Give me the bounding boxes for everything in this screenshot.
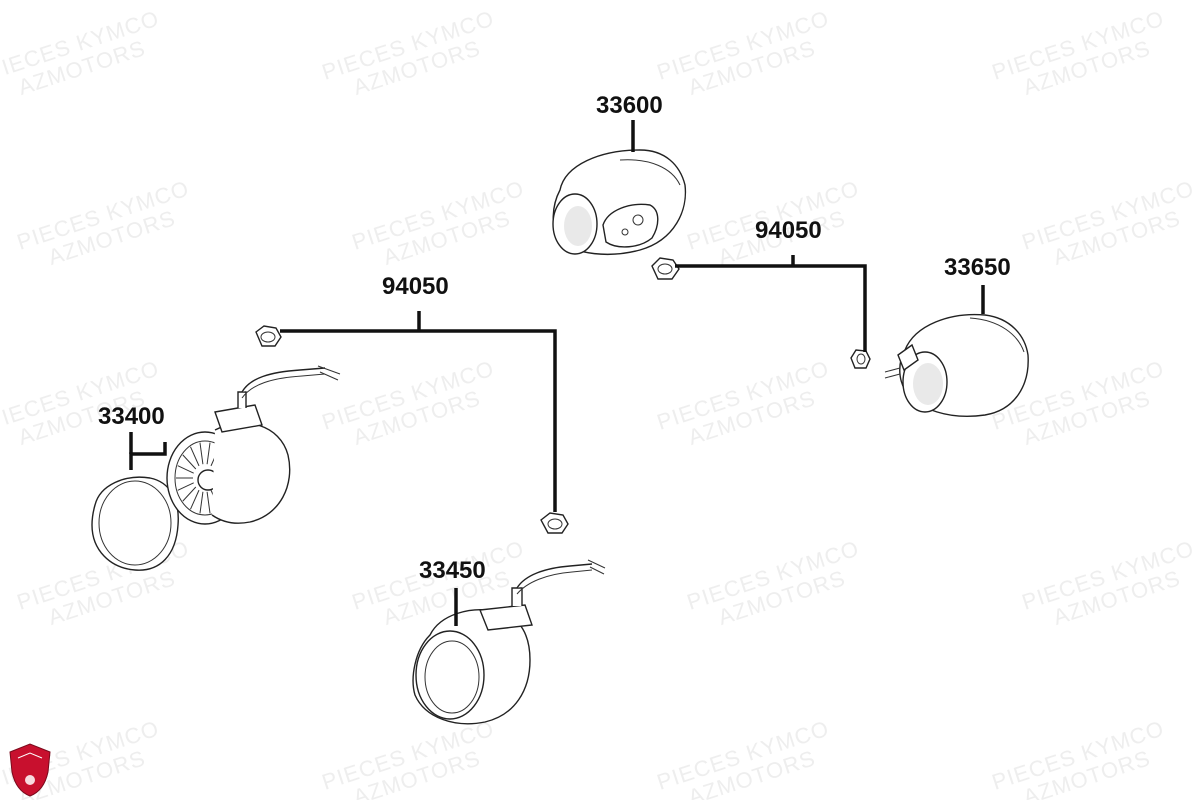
lamp-33400[interactable]: [91, 365, 341, 571]
reflector-rib: [190, 446, 200, 467]
reflector-rib: [199, 491, 204, 514]
callout-33600: 33600: [596, 92, 663, 119]
callout-33400: 33400: [98, 403, 165, 430]
lamp-33600[interactable]: [552, 149, 687, 255]
azmotors-logo: [9, 743, 51, 797]
reflector-rib: [177, 465, 194, 474]
callout-94050-right: 94050: [755, 217, 822, 244]
reflector-rib: [206, 491, 211, 514]
reflector-rib: [177, 482, 194, 491]
nut-94050-c[interactable]: [651, 257, 680, 280]
reflector-rib: [190, 489, 200, 510]
reflector-rib: [206, 442, 211, 465]
reflector-rib: [199, 442, 204, 465]
nut-94050-d[interactable]: [850, 349, 871, 369]
callout-94050-left: 94050: [382, 273, 449, 300]
nut-94050-b[interactable]: [540, 512, 569, 534]
lamp-33650[interactable]: [884, 313, 1029, 417]
callout-33650: 33650: [944, 254, 1011, 281]
callout-33450: 33450: [419, 557, 486, 584]
reflector-rib: [182, 486, 197, 502]
lamp-33450[interactable]: [412, 559, 606, 725]
reflector-rib: [182, 454, 197, 470]
leader-lines: [129, 120, 985, 626]
nut-94050-a[interactable]: [255, 325, 282, 347]
